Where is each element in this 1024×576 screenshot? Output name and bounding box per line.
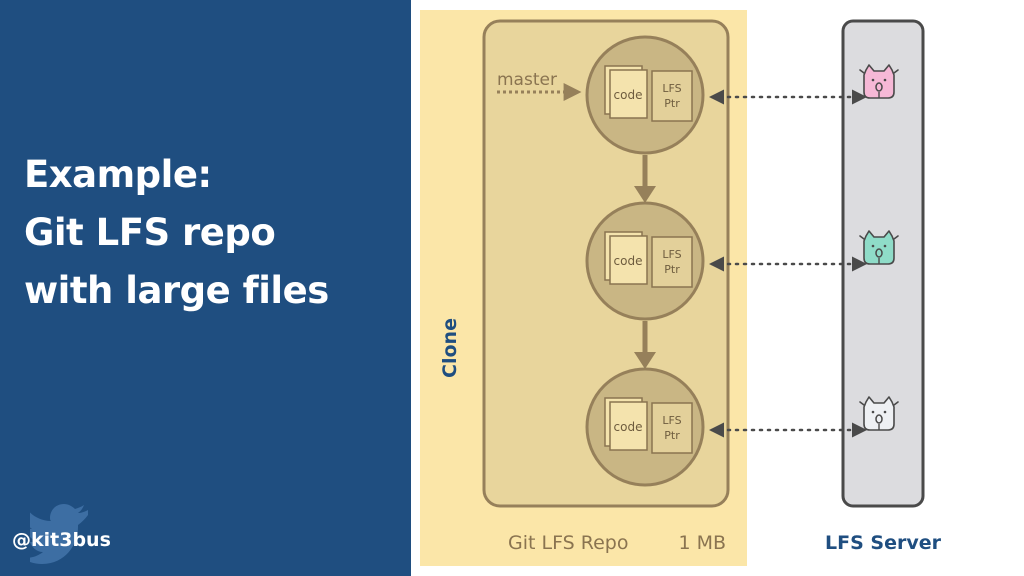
twitter-handle: @kit3bus (12, 529, 111, 551)
headline-line-2: Git LFS repo (24, 211, 276, 254)
title-panel: Example: Git LFS repo with large files @… (0, 0, 411, 576)
clone-label: Clone (439, 318, 461, 378)
commit-connector-2 (634, 321, 656, 369)
code-file-icon: code (604, 231, 648, 285)
code-label: code (614, 420, 643, 434)
large-file-pig-icon (859, 230, 899, 265)
headline: Example: Git LFS repo with large files (24, 146, 329, 320)
code-file-icon: code (604, 65, 648, 119)
code-file-icon: code (604, 397, 648, 451)
headline-line-1: Example: (24, 153, 212, 196)
branch-label-master: master (497, 70, 557, 90)
twitter-bird-icon (30, 504, 88, 564)
headline-line-3: with large files (24, 269, 329, 312)
large-file-pig-icon (859, 64, 899, 99)
repo-label: Git LFS Repo (508, 532, 629, 554)
repo-size: 1 MB (678, 532, 726, 554)
commit-connector-1 (634, 155, 656, 203)
code-label: code (614, 88, 643, 102)
large-file-pig-icon (859, 396, 899, 431)
lfs-server-label: LFS Server (825, 532, 942, 554)
code-label: code (614, 254, 643, 268)
